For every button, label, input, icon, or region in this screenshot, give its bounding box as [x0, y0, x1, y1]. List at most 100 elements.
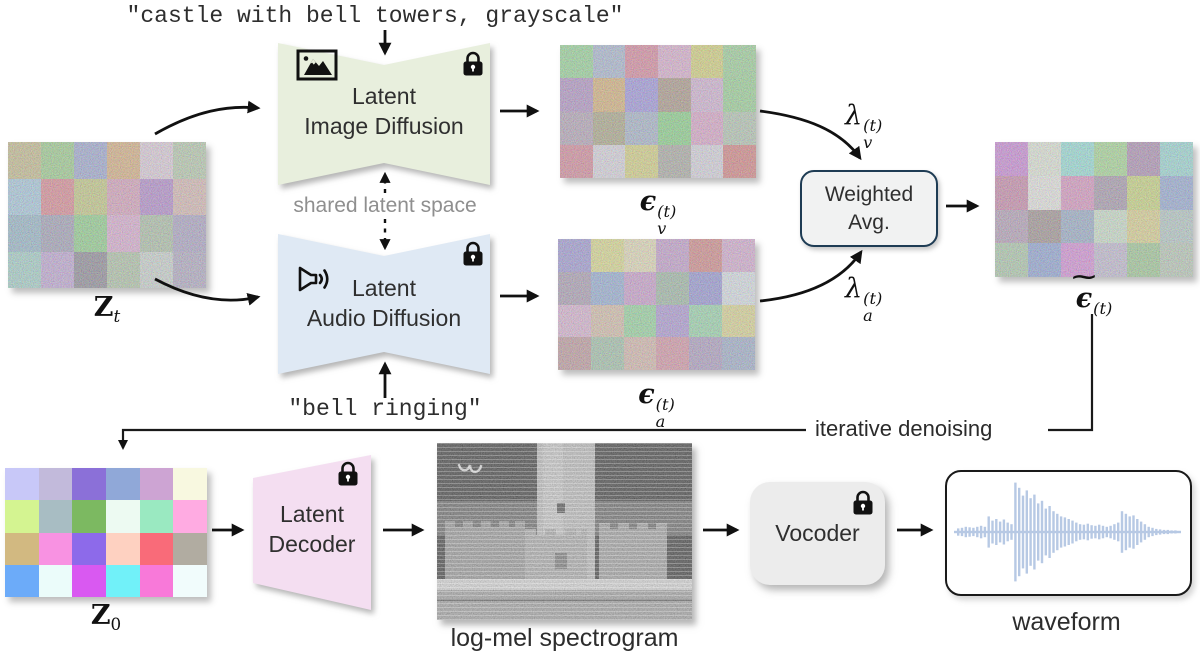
audio-diffusion-label: Latent Audio Diffusion: [306, 275, 462, 331]
latent-cell: [1094, 243, 1127, 277]
latent-cell: [722, 239, 755, 272]
latent-cell: [623, 271, 657, 305]
latent-cell: [74, 251, 107, 288]
latent-cell: [623, 304, 657, 338]
latent-cell: [1028, 243, 1061, 277]
latent-cell: [5, 532, 39, 565]
zt-latent-grid: [8, 142, 206, 288]
spectrogram-caption: log-mel spectrogram: [450, 624, 679, 652]
latent-cell: [658, 111, 691, 145]
latent-cell: [41, 142, 74, 179]
latent-cell: [140, 215, 173, 252]
latent-cell: [106, 532, 140, 565]
latent-cell: [5, 468, 39, 501]
latent-cell: [690, 144, 724, 178]
latent-cell: [658, 144, 691, 178]
latent-cell: [72, 564, 106, 597]
latent-cell: [173, 251, 206, 288]
latent-cell: [1160, 142, 1193, 176]
waveform-plot: [954, 482, 1181, 582]
latent-cell: [140, 178, 173, 215]
latent-cell: [140, 142, 173, 179]
latent-cell: [558, 304, 591, 338]
latent-cell: [8, 178, 41, 215]
latent-cell: [173, 500, 207, 533]
latent-cell: [656, 304, 690, 338]
latent-cell: [107, 142, 140, 179]
latent-cell: [690, 78, 724, 112]
latent-cell: [1127, 243, 1160, 277]
iterative-denoising-label: iterative denoising: [815, 416, 993, 441]
latent-cell: [560, 144, 593, 178]
latent-cell: [995, 175, 1028, 210]
latent-cell: [173, 215, 206, 252]
latent-cell: [38, 500, 73, 533]
latent-cell: [658, 78, 691, 112]
latent-cell: [656, 239, 690, 272]
latent-cell: [139, 564, 174, 597]
latent-cell: [173, 178, 206, 215]
audio-prompt-text: "bell ringing": [288, 396, 482, 422]
lambda-v-label: λ(t)v: [845, 100, 883, 153]
latent-cell: [1094, 209, 1127, 244]
latent-cell: [173, 532, 207, 565]
latent-cell: [139, 500, 174, 533]
latent-cell: [558, 337, 591, 370]
speaker-icon: [298, 266, 329, 292]
latent-cell: [1160, 243, 1193, 277]
latent-cell: [139, 468, 174, 501]
latent-cell: [41, 251, 74, 288]
lambda-a-label: λ(t)a: [845, 273, 883, 326]
latent-cell: [38, 564, 73, 597]
latent-cell: [74, 142, 107, 179]
latent-cell: [995, 142, 1028, 176]
vocoder-box: Vocoder: [750, 482, 885, 585]
latent-cell: [995, 243, 1028, 277]
latent-cell: [1061, 142, 1094, 176]
latent-cell: [5, 564, 39, 597]
arrow-zt-to-image-diffusion: [154, 100, 261, 136]
latent-cell: [139, 532, 174, 565]
latent-cell: [625, 144, 658, 178]
latent-cell: [173, 468, 207, 501]
latent-cell: [623, 239, 657, 272]
latent-cell: [560, 45, 593, 79]
latent-cell: [106, 564, 140, 597]
latent-cell: [106, 500, 140, 533]
z0-latent-grid: [5, 468, 207, 597]
latent-cell: [690, 45, 724, 79]
latent-cell: [173, 142, 206, 179]
latent-cell: [8, 215, 41, 252]
latent-cell: [1127, 142, 1160, 176]
latent-cell: [72, 500, 106, 533]
latent-cell: [656, 271, 690, 305]
latent-cell: [658, 45, 691, 79]
eps-tilde-label: ~ϵ(t): [1069, 264, 1113, 319]
latent-cell: [107, 251, 140, 288]
latent-cell: [592, 144, 626, 178]
latent-cell: [1028, 175, 1061, 210]
latent-cell: [1028, 142, 1061, 176]
latent-cell: [8, 142, 41, 179]
zt-label: Zt: [93, 292, 121, 326]
latent-cell: [723, 111, 756, 145]
latent-cell: [1061, 175, 1094, 210]
lock-icon: [463, 51, 483, 76]
latent-cell: [1028, 209, 1061, 244]
latent-cell: [592, 45, 626, 79]
latent-cell: [5, 500, 39, 533]
latent-cell: [722, 304, 755, 338]
image-icon: [296, 49, 338, 81]
eps-v-grid: [560, 45, 756, 178]
latent-cell: [72, 468, 106, 501]
latent-cell: [723, 45, 756, 79]
shared-latent-space-label: shared latent space: [293, 194, 477, 217]
eps-a-label: ϵ(t)a: [638, 379, 675, 432]
latent-cell: [722, 271, 755, 305]
lock-icon: [463, 241, 483, 266]
latent-cell: [1160, 175, 1193, 210]
latent-cell: [1094, 175, 1127, 210]
eps-a-grid: [558, 239, 755, 370]
latent-decoder-label: Latent Decoder: [268, 501, 356, 557]
